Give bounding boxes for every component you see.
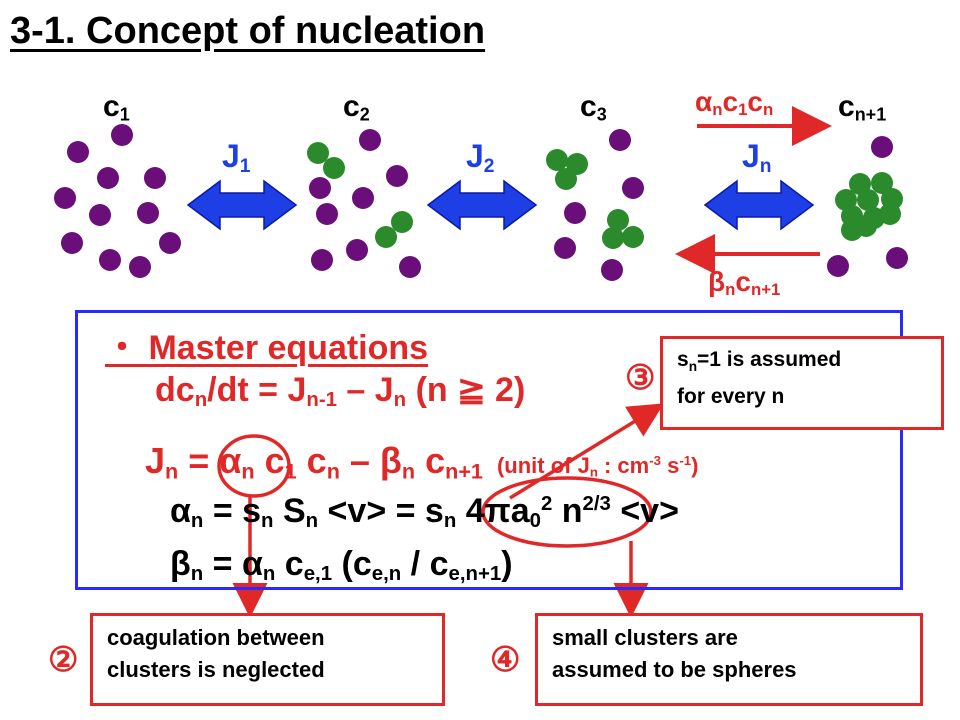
- flux-label-j2: J2: [466, 138, 495, 177]
- connector-note3: [509, 403, 664, 500]
- monomer: [54, 187, 76, 209]
- monomer: [346, 239, 368, 261]
- note-box-2: coagulation between clusters is neglecte…: [90, 613, 445, 706]
- dimer-atom: [307, 142, 329, 164]
- flux-label-jn: Jn: [742, 138, 772, 177]
- monomer: [399, 256, 421, 278]
- monomer: [886, 247, 908, 269]
- label-c1: c1: [103, 90, 130, 125]
- flux-label-j1: J1: [222, 138, 251, 177]
- monomer: [311, 249, 333, 271]
- marker-2: ②: [48, 641, 79, 679]
- trimer-atom: [622, 226, 644, 248]
- monomer: [61, 232, 83, 254]
- highlight-sn-area: [481, 476, 653, 548]
- note-2-line1: coagulation between: [107, 625, 325, 650]
- monomer: [111, 124, 133, 146]
- note-box-3: sn=1 is assumed for every n: [660, 336, 944, 430]
- monomer: [89, 204, 111, 226]
- note-4-line2: assumed to be spheres: [552, 657, 797, 682]
- monomer: [564, 202, 586, 224]
- marker-3: ③: [625, 359, 656, 397]
- monomer: [97, 167, 119, 189]
- equation-alpha: αn = sn Sn <v> = sn 4πa02 n2/3 <v>: [170, 492, 679, 533]
- cluster-group-c2: [307, 129, 421, 278]
- double-arrow-jn: [703, 179, 815, 231]
- panel-heading: ・ Master equations: [105, 329, 429, 367]
- monomer: [352, 187, 374, 209]
- highlight-alpha-n: [217, 434, 291, 498]
- note-2-line2: clusters is neglected: [107, 657, 325, 682]
- equation-flux: Jn = αn c1 cn – βn cn+1(unit of Jn : cm-…: [145, 440, 699, 484]
- label-c2: c2: [343, 90, 370, 125]
- label-cn1: cn+1: [838, 90, 887, 125]
- monomer: [386, 165, 408, 187]
- monomer: [309, 177, 331, 199]
- monomer: [827, 255, 849, 277]
- master-equations-panel: [75, 310, 903, 590]
- backward-rate-label: βncn+1: [708, 266, 781, 300]
- note-3-line2: for every n: [677, 385, 785, 409]
- equation-beta: βn = αn ce,1 (ce,n / ce,n+1): [170, 545, 513, 586]
- label-c3: c3: [580, 90, 607, 125]
- large-cluster: [835, 172, 903, 241]
- forward-rate-label: αnc1cn: [695, 86, 774, 120]
- trimer-atom: [607, 209, 629, 231]
- monomer: [67, 141, 89, 163]
- dimer-atom: [323, 157, 345, 179]
- note-4-line1: small clusters are: [552, 625, 738, 650]
- monomer: [609, 129, 631, 151]
- note-box-4: small clusters are assumed to be spheres: [535, 613, 923, 706]
- monomer: [159, 232, 181, 254]
- monomer: [129, 256, 151, 278]
- double-arrow-j1: [186, 179, 298, 231]
- dimer-atom: [375, 226, 397, 248]
- cluster-group-c3: [546, 129, 644, 281]
- monomer: [622, 177, 644, 199]
- monomer: [316, 203, 338, 225]
- monomer: [137, 202, 159, 224]
- dimer-atom: [391, 211, 413, 233]
- trimer-atom: [602, 227, 624, 249]
- monomer: [144, 167, 166, 189]
- equation-master: dcn/dt = Jn-1 – Jn (n ≧ 2): [155, 371, 526, 412]
- monomer: [871, 136, 893, 158]
- cluster-group-cn1: [827, 136, 908, 277]
- monomer: [99, 249, 121, 271]
- trimer-atom: [546, 149, 568, 171]
- note-3-line1: sn=1 is assumed: [677, 348, 842, 375]
- page-title: 3-1. Concept of nucleation: [10, 10, 486, 52]
- cluster-group-c1: [54, 124, 181, 278]
- monomer: [601, 259, 623, 281]
- trimer-atom: [555, 168, 577, 190]
- monomer: [359, 129, 381, 151]
- monomer: [554, 237, 576, 259]
- double-arrow-j2: [426, 179, 538, 231]
- marker-4: ④: [490, 641, 521, 679]
